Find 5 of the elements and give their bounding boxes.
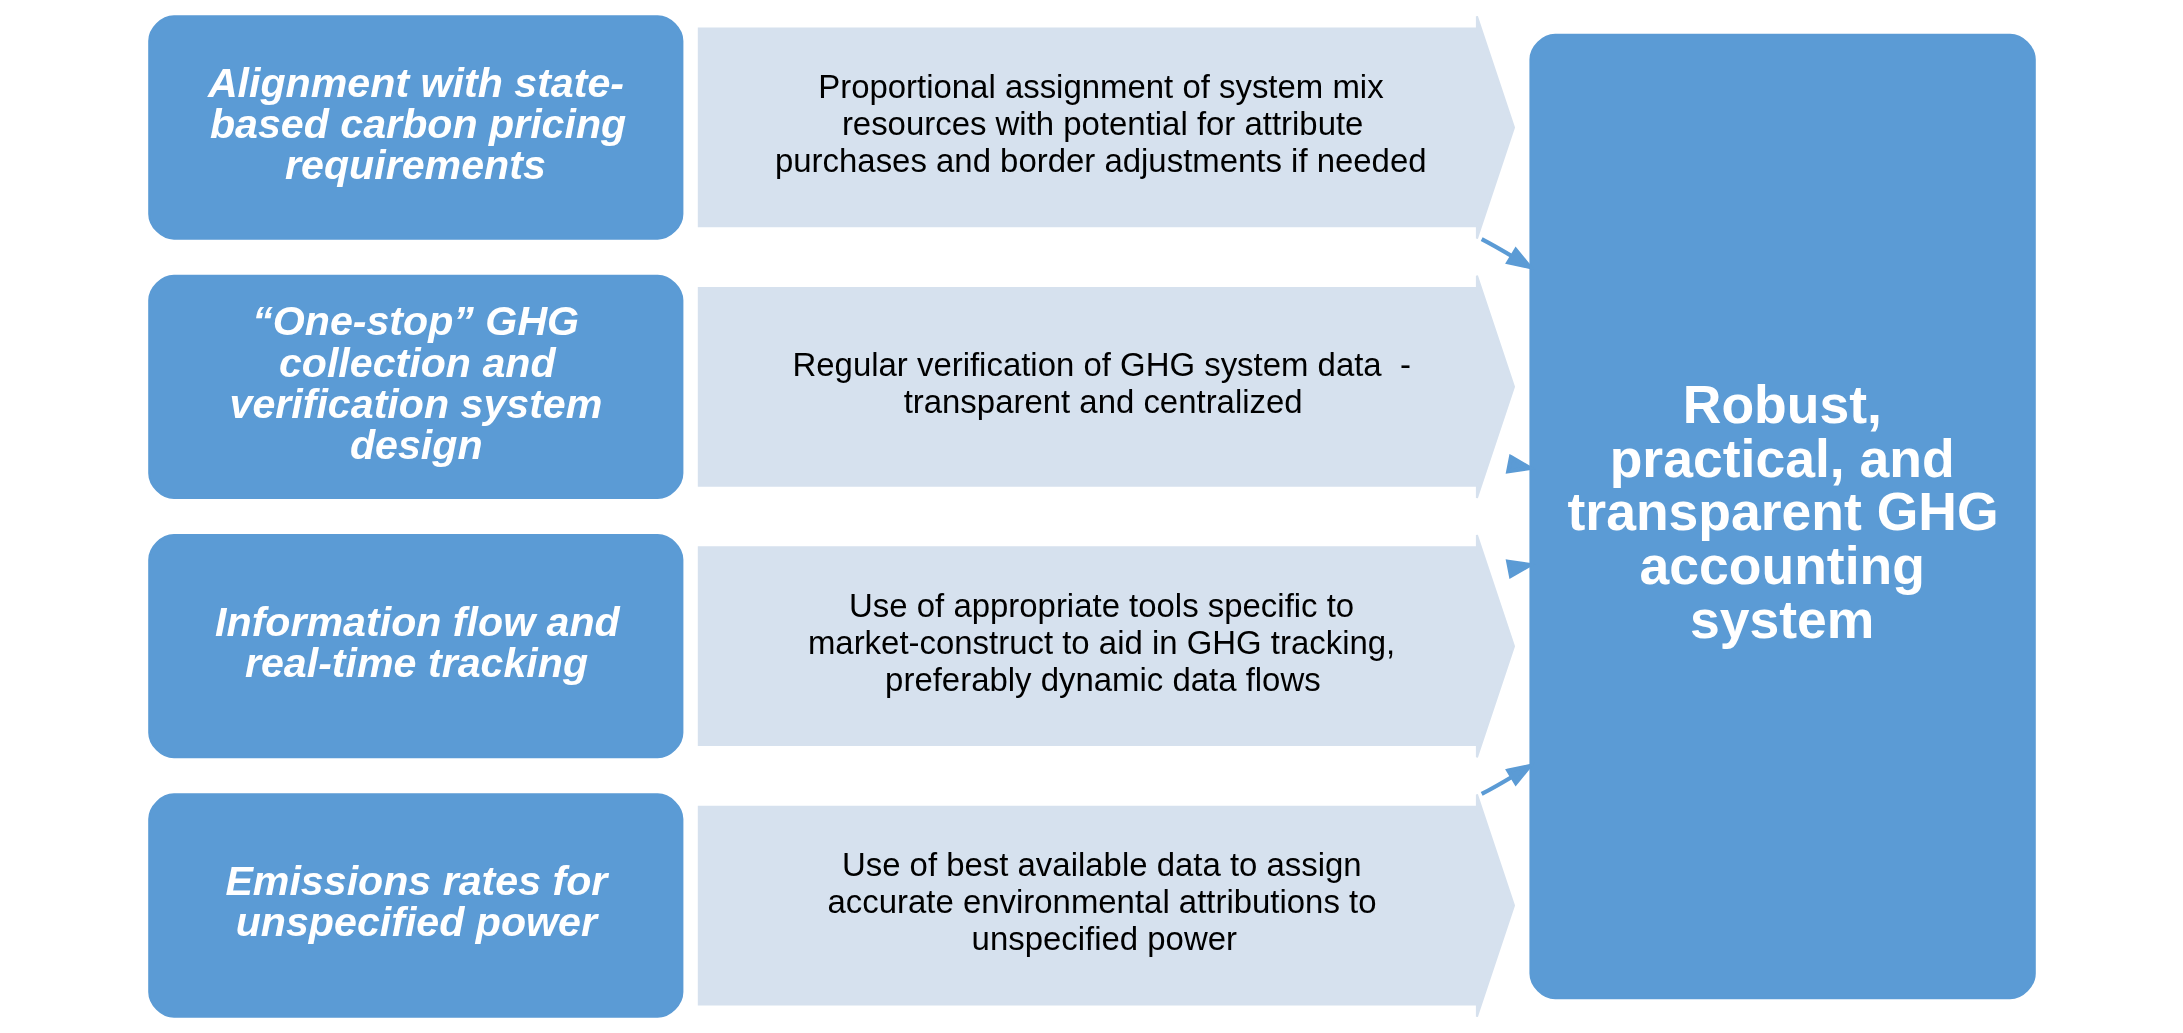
node-box: Robust, practical, and transparent GHG accounting system	[1528, 33, 2036, 1000]
node-box: Alignment with state-based carbon pricing requirements	[147, 15, 683, 240]
node-box: Information flow and real-time tracking	[147, 534, 683, 759]
node-box: Emissions rates for unspecified power	[147, 793, 683, 1018]
node-box: “One-stop” GHG collection and verification system design	[147, 274, 683, 499]
